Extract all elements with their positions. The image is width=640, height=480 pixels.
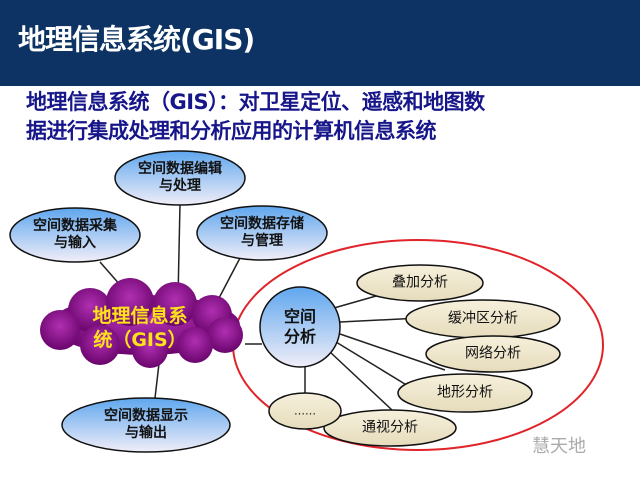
header-bar: 地理信息系统(GIS): [0, 0, 640, 86]
subtitle-line-1: 地理信息系统（GIS）：对卫星定位、遥感和地图数: [26, 90, 485, 114]
spatial-analysis-label: 空间分析: [283, 307, 317, 346]
analysis-item: ……: [294, 404, 316, 418]
watermark: 慧天地: [532, 436, 586, 457]
node-capture-label: 空间数据采集与输入: [33, 218, 117, 251]
node-edit: [114, 150, 246, 206]
node-display: [61, 397, 231, 453]
analysis-item: 网络分析: [465, 345, 521, 362]
node-storage: [196, 205, 328, 261]
center-label: 地理信息系统（GIS）: [92, 305, 188, 351]
analysis-item: 叠加分析: [392, 274, 448, 291]
node-capture: [9, 207, 141, 263]
node-storage-label: 空间数据存储与管理: [220, 216, 304, 249]
node-edit-label: 空间数据编辑与处理: [138, 161, 222, 194]
analysis-item: 地形分析: [437, 384, 493, 401]
node-display-label: 空间数据显示与输出: [104, 408, 188, 441]
analysis-item: 缓冲区分析: [448, 310, 518, 327]
subtitle-line-2: 据进行集成处理和分析应用的计算机信息系统: [26, 119, 437, 143]
center-cloud: [40, 278, 243, 368]
node-spatial-analysis: [259, 286, 341, 368]
page-title: 地理信息系统(GIS): [18, 23, 255, 56]
analysis-item: 通视分析: [362, 419, 418, 436]
